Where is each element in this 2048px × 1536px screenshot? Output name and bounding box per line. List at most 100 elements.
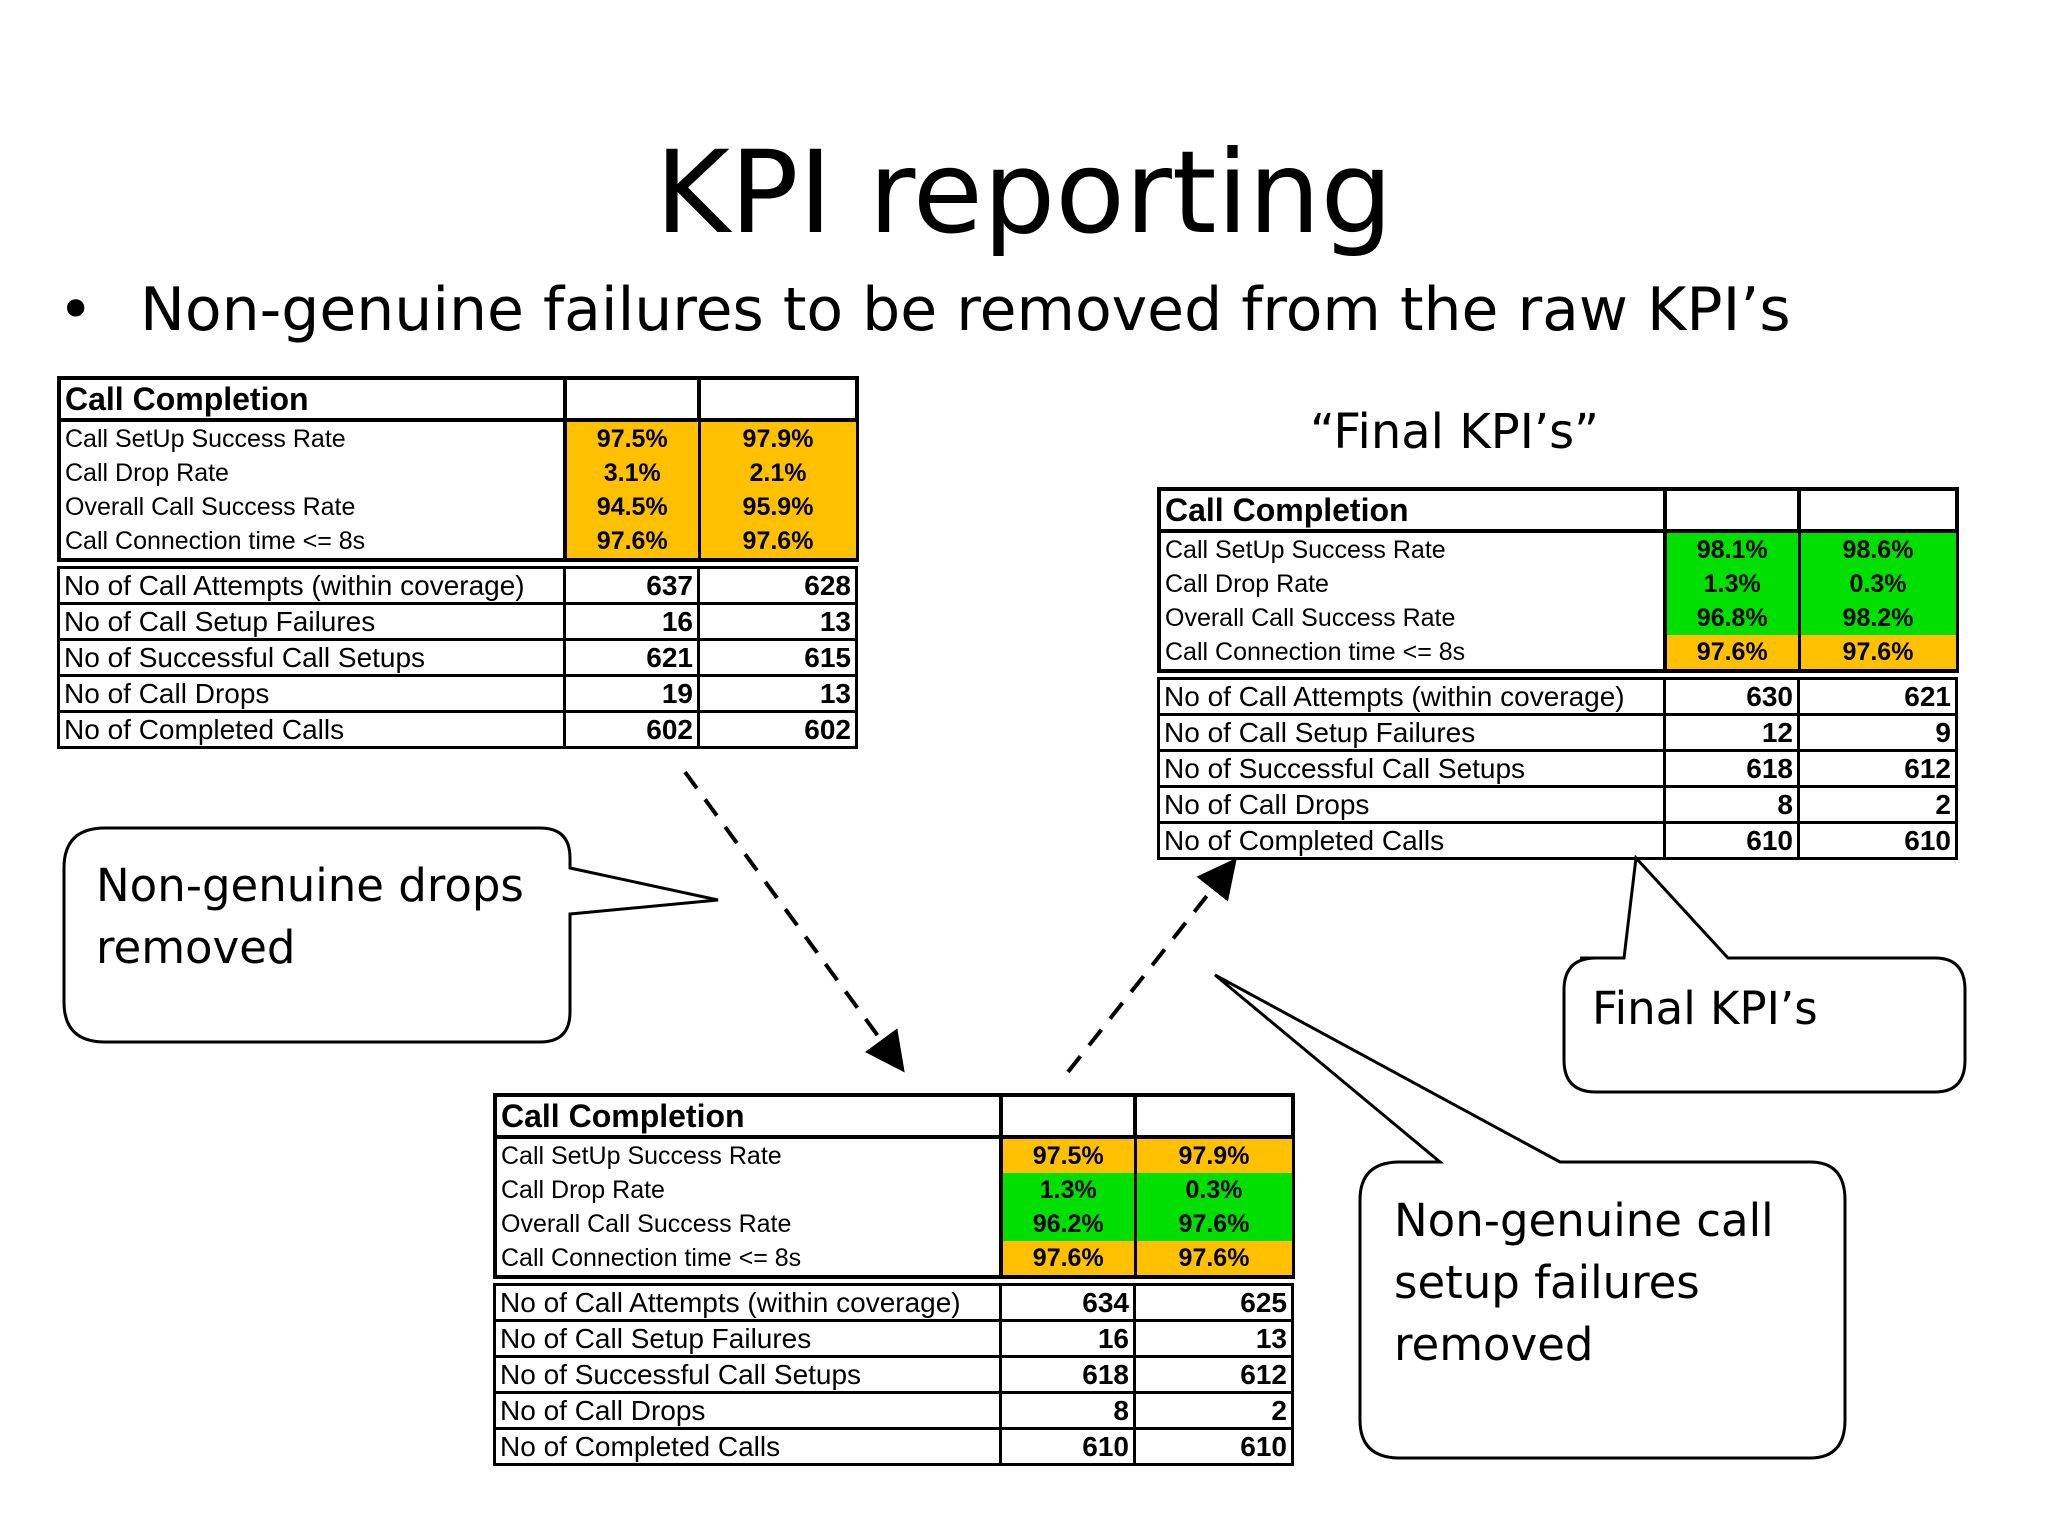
dashed-arrow-raw-to-middle (683, 770, 905, 1073)
callout-setup-line-3: removed (1394, 1318, 1594, 1371)
rate-value-col-2: 2.1% (697, 456, 859, 490)
rate-value-col-1: 98.1% (1663, 533, 1801, 567)
rate-value-col-2: 97.6% (697, 524, 859, 562)
count-value-col-1: 12 (1663, 713, 1800, 752)
rate-value-col-1: 3.1% (563, 456, 701, 490)
count-label: No of Completed Calls (1157, 821, 1666, 860)
count-value-col-2: 9 (1797, 713, 1958, 752)
rate-value-col-2: 97.9% (697, 422, 859, 456)
rate-value-col-2: 97.6% (1133, 1241, 1295, 1279)
rate-value-col-1: 97.6% (563, 524, 701, 562)
kpi-header-col-2 (697, 376, 859, 422)
rate-value-col-1: 96.2% (999, 1207, 1137, 1241)
count-row: No of Call Attempts (within coverage)630… (1157, 677, 1958, 716)
kpi-header: Call Completion (57, 376, 859, 422)
count-label: No of Call Attempts (within coverage) (1157, 677, 1666, 716)
rate-value-col-2: 97.9% (1133, 1139, 1295, 1173)
final-kpis-label: “Final KPI’s” (1310, 404, 1599, 460)
rate-label: Call SetUp Success Rate (1157, 533, 1667, 567)
rate-value-col-1: 97.6% (1663, 635, 1801, 673)
count-value-col-1: 19 (563, 674, 700, 713)
count-label: No of Call Setup Failures (493, 1319, 1002, 1358)
kpi-header: Call Completion (1157, 487, 1959, 533)
kpi-counts: No of Call Attempts (within coverage)634… (493, 1283, 1294, 1466)
kpi-counts: No of Call Attempts (within coverage)637… (57, 566, 858, 749)
rate-label: Call Connection time <= 8s (493, 1241, 1003, 1279)
count-value-col-1: 8 (1663, 785, 1800, 824)
rate-value-col-2: 97.6% (1133, 1207, 1295, 1241)
rate-label: Call SetUp Success Rate (57, 422, 567, 456)
rate-label: Call SetUp Success Rate (493, 1139, 1003, 1173)
count-label: No of Successful Call Setups (493, 1355, 1002, 1394)
count-value-col-2: 612 (1797, 749, 1958, 788)
rate-value-col-2: 98.6% (1797, 533, 1959, 567)
callout-setup-line-2: setup failures (1394, 1256, 1700, 1309)
count-value-col-1: 8 (999, 1391, 1136, 1430)
kpi-header-col-1 (1663, 487, 1801, 533)
rate-label: Call Connection time <= 8s (1157, 635, 1667, 673)
count-value-col-2: 2 (1797, 785, 1958, 824)
rate-label: Call Drop Rate (57, 456, 567, 490)
callout-drops-line-2: removed (96, 921, 296, 974)
count-value-col-1: 618 (1663, 749, 1800, 788)
rate-value-col-1: 1.3% (999, 1173, 1137, 1207)
kpi-header-title: Call Completion (493, 1093, 1003, 1139)
kpi-counts: No of Call Attempts (within coverage)630… (1157, 677, 1958, 860)
rate-value-col-2: 0.3% (1133, 1173, 1295, 1207)
kpi-header-col-2 (1133, 1093, 1295, 1139)
count-value-col-2: 610 (1133, 1427, 1294, 1466)
count-label: No of Call Attempts (within coverage) (57, 566, 566, 605)
count-label: No of Call Drops (493, 1391, 1002, 1430)
count-value-col-1: 16 (563, 602, 700, 641)
callout-setup-line-1: Non-genuine call (1394, 1194, 1774, 1247)
rate-label: Call Drop Rate (493, 1173, 1003, 1207)
count-label: No of Completed Calls (57, 710, 566, 749)
kpi-header-col-1 (563, 376, 701, 422)
rate-label: Overall Call Success Rate (1157, 601, 1667, 635)
rate-value-col-2: 95.9% (697, 490, 859, 524)
rate-value-col-2: 0.3% (1797, 567, 1959, 601)
rate-value-col-1: 96.8% (1663, 601, 1801, 635)
kpi-header-title: Call Completion (1157, 487, 1667, 533)
count-value-col-2: 2 (1133, 1391, 1294, 1430)
count-value-col-1: 637 (563, 566, 700, 605)
count-value-col-2: 13 (697, 674, 858, 713)
rate-value-col-1: 97.5% (999, 1139, 1137, 1173)
rate-label: Overall Call Success Rate (57, 490, 567, 524)
count-label: No of Call Attempts (within coverage) (493, 1283, 1002, 1322)
count-label: No of Call Drops (1157, 785, 1666, 824)
rate-value-col-1: 97.5% (563, 422, 701, 456)
count-row: No of Call Attempts (within coverage)637… (57, 566, 858, 605)
count-value-col-1: 630 (1663, 677, 1800, 716)
count-value-col-2: 615 (697, 638, 858, 677)
count-value-col-1: 618 (999, 1355, 1136, 1394)
rate-value-col-1: 1.3% (1663, 567, 1801, 601)
callout-setup-text: Non-genuine call setup failures removed (1394, 1190, 1774, 1376)
count-value-col-2: 13 (1133, 1319, 1294, 1358)
slide-title: KPI reporting (655, 126, 1393, 259)
count-row: No of Call Attempts (within coverage)634… (493, 1283, 1294, 1322)
callout-drops-text: Non-genuine drops removed (96, 855, 524, 979)
count-value-col-2: 625 (1133, 1283, 1294, 1322)
